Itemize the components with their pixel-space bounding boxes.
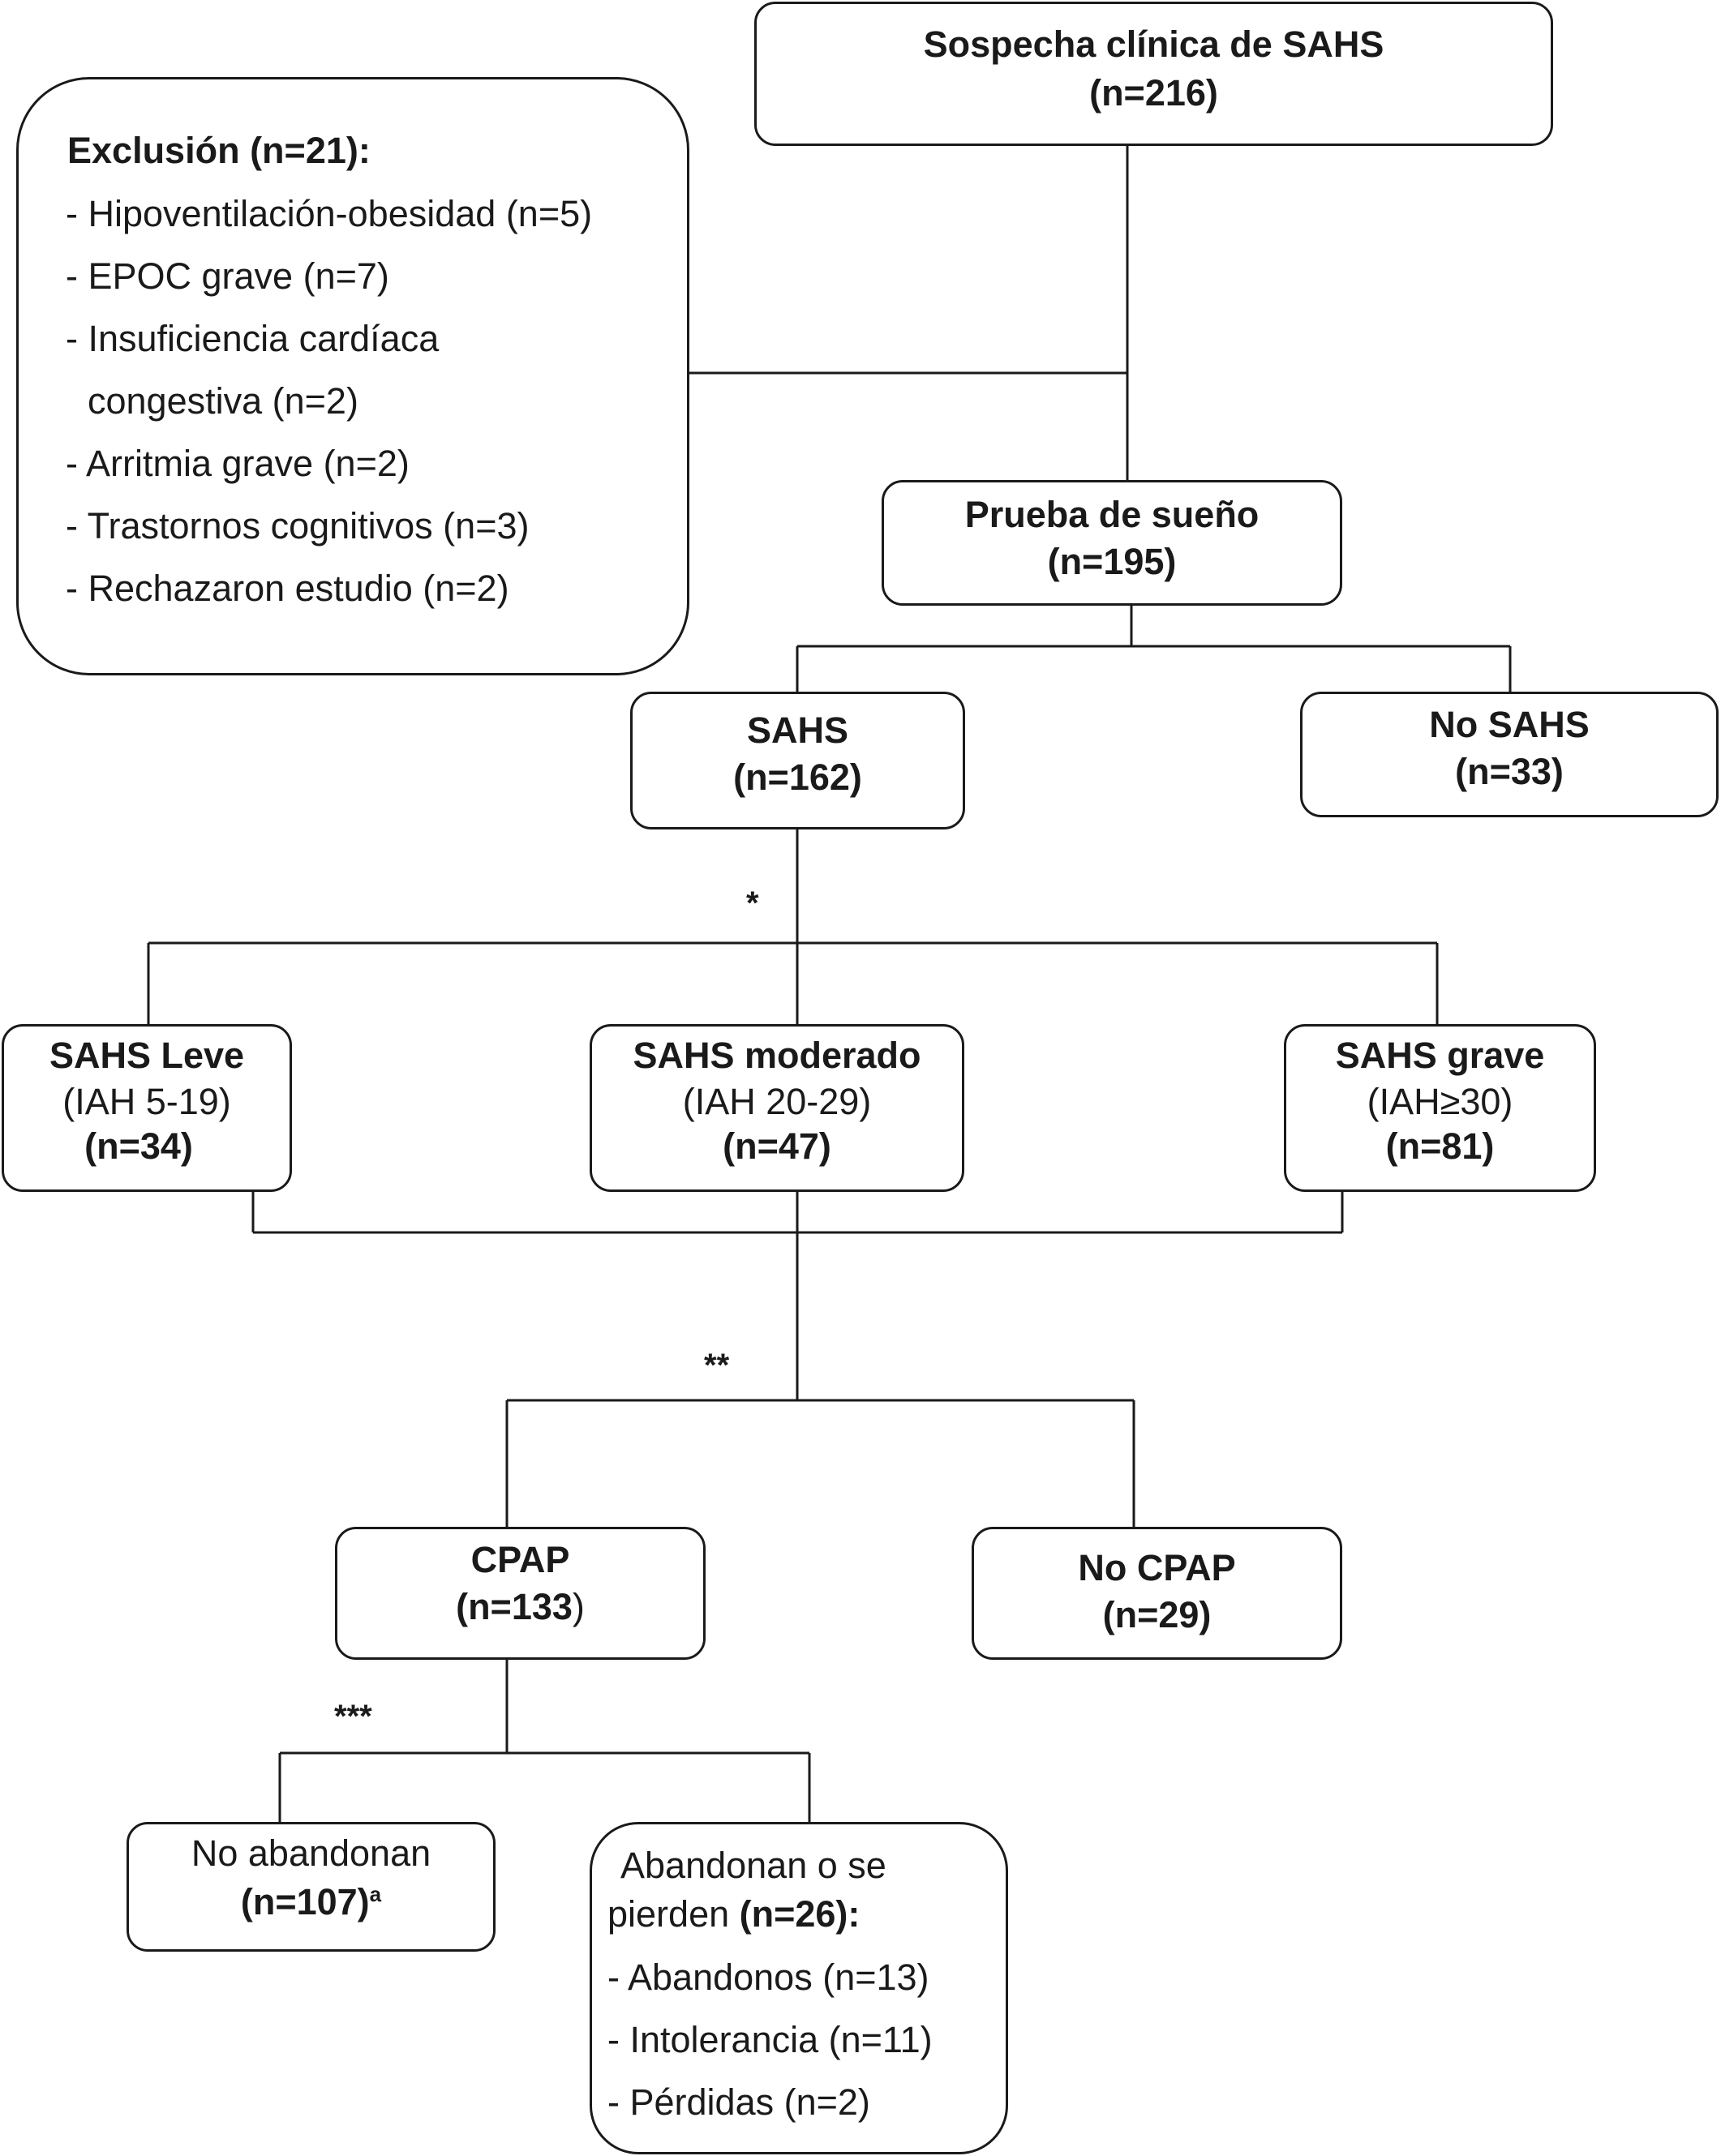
exclusion-item: - Trastornos cognitivos (n=3) xyxy=(66,505,530,547)
no-sahs-count: (n=33) xyxy=(1455,751,1564,792)
cpap-box: CPAP (n=133) xyxy=(335,1527,706,1660)
no-abandon-title: No abandonan xyxy=(191,1832,431,1874)
no-sahs-box: No SAHS (n=33) xyxy=(1300,692,1719,817)
sahs-box: SAHS (n=162) xyxy=(630,692,965,829)
exclusion-item: congestiva (n=2) xyxy=(88,380,358,422)
cpap-count-close: ) xyxy=(572,1586,585,1627)
sahs-mild-title: SAHS Leve xyxy=(49,1035,245,1076)
exclusion-item: - Rechazaron estudio (n=2) xyxy=(66,568,509,609)
sahs-moderate-title: SAHS moderado xyxy=(633,1035,921,1076)
exclusion-item: - EPOC grave (n=7) xyxy=(66,255,389,297)
sahs-title: SAHS xyxy=(746,709,849,751)
abandon-line1: Abandonan o se xyxy=(620,1845,886,1886)
sleep-test-count: (n=195) xyxy=(1047,541,1177,582)
no-sahs-title: No SAHS xyxy=(1429,704,1590,745)
abandon-item: - Pérdidas (n=2) xyxy=(607,2081,870,2123)
sleep-test-title: Prueba de sueño xyxy=(964,494,1260,535)
cpap-count: (n=133 xyxy=(456,1586,573,1627)
footnote-marker: a xyxy=(369,1882,382,1906)
exclusion-title: Exclusión (n=21): xyxy=(67,130,371,171)
abandon-line2: pierden (n=26): xyxy=(607,1893,860,1935)
sleep-test-box: Prueba de sueño (n=195) xyxy=(882,480,1342,606)
no-abandon-count-line: (n=107)a xyxy=(129,1880,493,1925)
cpap-count-line: (n=133) xyxy=(337,1584,703,1630)
start-box: Sospecha clínica de SAHS (n=216) xyxy=(754,2,1553,146)
abandon-line2-prefix: pierden xyxy=(607,1893,740,1935)
no-cpap-count: (n=29) xyxy=(1102,1594,1212,1635)
sahs-mild-range: (IAH 5-19) xyxy=(62,1081,231,1122)
sahs-moderate-box: SAHS moderado (IAH 20-29) (n=47) xyxy=(590,1024,964,1192)
sahs-mild-box: SAHS Leve (IAH 5-19) (n=34) xyxy=(2,1024,292,1192)
no-cpap-title: No CPAP xyxy=(1078,1547,1236,1588)
exclusion-box: Exclusión (n=21): - Hipoventilación-obes… xyxy=(16,77,689,675)
start-title: Sospecha clínica de SAHS xyxy=(923,24,1384,65)
abandon-item: - Intolerancia (n=11) xyxy=(607,2019,933,2060)
no-abandon-count: (n=107) xyxy=(240,1881,370,1922)
sahs-mild-count: (n=34) xyxy=(84,1125,193,1167)
sahs-count: (n=162) xyxy=(733,757,862,798)
exclusion-item: - Insuficiencia cardíaca xyxy=(66,318,440,359)
no-cpap-box: No CPAP (n=29) xyxy=(972,1527,1342,1660)
sahs-severe-count: (n=81) xyxy=(1385,1125,1495,1167)
no-abandon-box: No abandonan (n=107)a xyxy=(127,1822,496,1952)
exclusion-item: - Arritmia grave (n=2) xyxy=(66,443,410,484)
sahs-severe-range: (IAH≥30) xyxy=(1367,1081,1513,1122)
sahs-severe-box: SAHS grave (IAH≥30) (n=81) xyxy=(1284,1024,1596,1192)
exclusion-item: - Hipoventilación-obesidad (n=5) xyxy=(66,193,593,234)
marker-two: ** xyxy=(704,1348,730,1383)
abandon-item: - Abandonos (n=13) xyxy=(607,1957,929,1998)
sahs-moderate-count: (n=47) xyxy=(723,1125,831,1167)
abandon-count: (n=26): xyxy=(739,1893,860,1935)
cpap-title: CPAP xyxy=(470,1539,570,1580)
sahs-moderate-range: (IAH 20-29) xyxy=(682,1081,872,1122)
sahs-severe-title: SAHS grave xyxy=(1335,1035,1545,1076)
marker-three: *** xyxy=(334,1699,372,1734)
start-count: (n=216) xyxy=(1089,72,1218,114)
marker-one: * xyxy=(746,885,759,921)
abandon-box: Abandonan o se pierden (n=26): - Abandon… xyxy=(590,1822,1008,2154)
